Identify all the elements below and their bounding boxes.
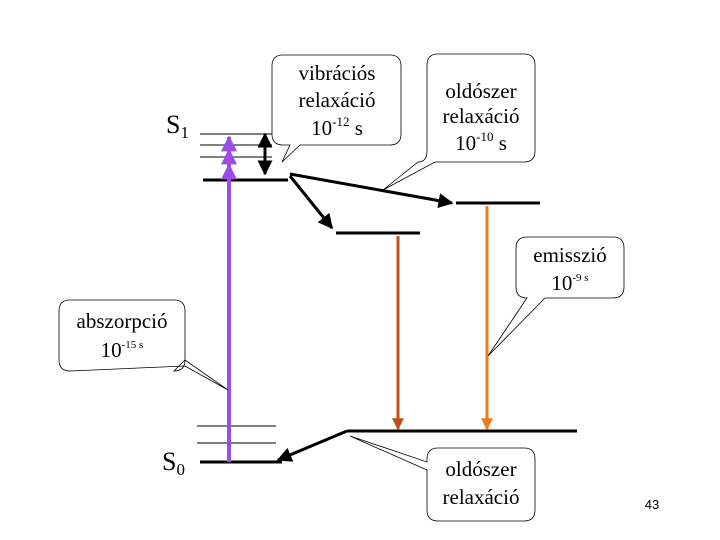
callout-oldoszer-top-time: 10-10 s <box>455 129 507 155</box>
s0-label: S0 <box>162 447 185 479</box>
callout-emisszio <box>487 236 625 357</box>
solvent-relaxation-arrow-right <box>289 172 454 209</box>
s1-label: S1 <box>166 110 189 142</box>
callout-oldoszer-bottom <box>349 435 536 522</box>
callout-oldoszer-bottom-line2: relaxáció <box>443 485 520 509</box>
callout-oldoszer-bottom-line1: oldószer <box>445 457 516 481</box>
callout-abszorpcio-time: 10-15 s <box>101 338 144 362</box>
callout-vibracios-line1: vibrációs <box>299 61 376 85</box>
page-number: 43 <box>645 497 659 512</box>
callout-vibracios <box>271 54 402 163</box>
callout-emisszio-time: 10-9 s <box>551 271 588 295</box>
callout-emisszio-line1: emisszió <box>533 243 607 267</box>
callout-abszorpcio-line1: abszorpció <box>77 309 168 333</box>
callout-oldoszer-top-line2: relaxáció <box>443 104 520 128</box>
callout-vibracios-line2: relaxáció <box>299 88 376 112</box>
callout-oldoszer-top-line1: oldószer <box>445 79 516 103</box>
solvent-relaxation-arrow-down <box>288 175 334 230</box>
callout-oldoszer-top <box>382 53 536 191</box>
callout-vibracios-time: 10-12 s <box>311 114 363 140</box>
solvent-relaxation-arrow-ground <box>276 429 348 462</box>
callout-abszorpcio <box>58 299 229 391</box>
